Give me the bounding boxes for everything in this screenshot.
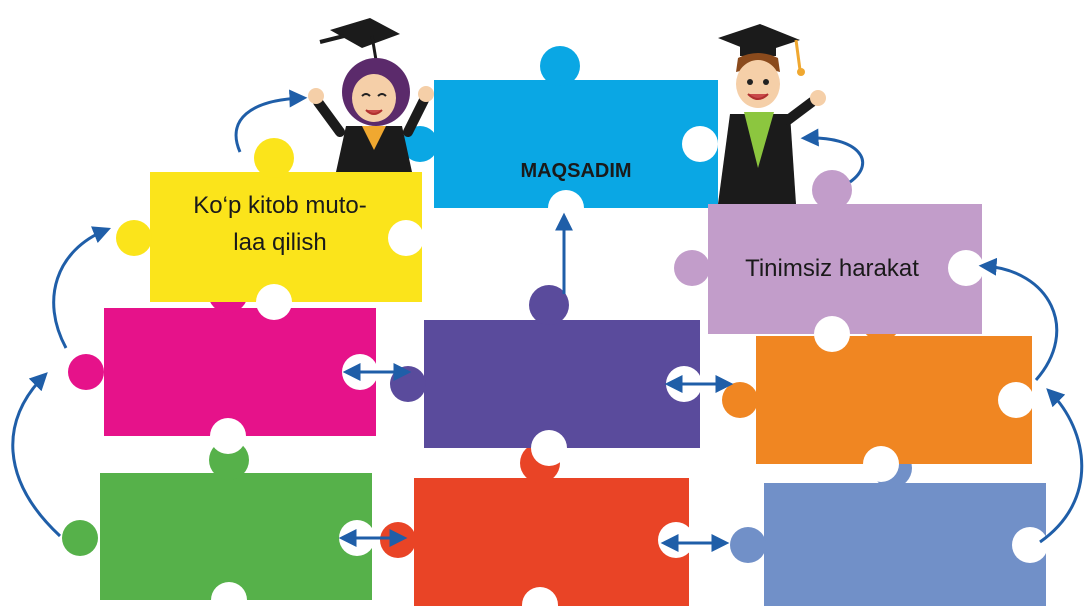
arrow-effort-goal [800, 128, 865, 184]
girl-graduate-figure [308, 18, 434, 172]
puzzle-piece-orange [722, 301, 1034, 482]
piece-reading-line1: Ko‘p kitob muto- [193, 192, 366, 219]
arrow-blue-orange [1039, 388, 1084, 544]
piece-effort-label: Tinimsiz harakat [745, 255, 919, 282]
puzzle-piece-red [380, 443, 694, 606]
arrow-magenta-reading [52, 226, 112, 349]
puzzle-piece-effort: Tinimsiz harakat [674, 170, 984, 352]
arrow-green-magenta [11, 372, 62, 538]
puzzle-piece-goal: MAQSADIM [402, 46, 718, 226]
boy-graduate-figure [718, 24, 826, 204]
arrow-orange-effort [978, 257, 1059, 381]
puzzle-piece-purple [390, 285, 702, 466]
piece-reading-line2: laa qilish [233, 229, 326, 256]
arrow-reading-goal [234, 89, 308, 153]
puzzle-piece-green [62, 440, 375, 606]
arrow-group [11, 89, 1084, 552]
puzzle-piece-reading: Ko‘p kitob muto- laa qilish [116, 138, 424, 320]
piece-goal-label: MAQSADIM [520, 160, 631, 182]
